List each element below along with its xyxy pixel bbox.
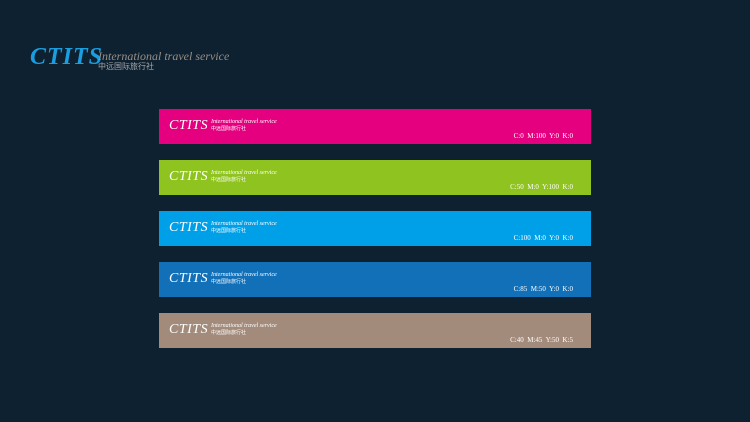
- logo-mark: CTITS: [30, 44, 104, 70]
- swatch-logo-mark: CTITS: [169, 220, 209, 235]
- color-swatch-green: CTITS International travel service 中远国际旅…: [159, 160, 591, 195]
- swatch-logo-english: International travel service: [211, 272, 277, 278]
- logo-english-name: International travel service: [98, 49, 230, 63]
- swatch-logo-mark: CTITS: [169, 169, 209, 184]
- color-swatch-cyan: CTITS International travel service 中远国际旅…: [159, 211, 591, 246]
- swatch-logo-mark: CTITS: [169, 118, 209, 133]
- swatch-logo-english: International travel service: [211, 170, 277, 176]
- swatch-cmyk-label: C:85 M:50 Y:0 K:0: [513, 285, 573, 293]
- color-swatch-blue: CTITS International travel service 中远国际旅…: [159, 262, 591, 297]
- swatch-logo-english: International travel service: [211, 119, 277, 125]
- color-swatch-list: CTITS International travel service 中远国际旅…: [159, 109, 591, 364]
- swatch-logo-chinese: 中远国际旅行社: [211, 177, 247, 183]
- brand-logo: CTITS International travel service 中远国际旅…: [30, 45, 230, 75]
- swatch-logo-chinese: 中远国际旅行社: [211, 126, 247, 132]
- swatch-logo-english: International travel service: [211, 323, 277, 329]
- swatch-cmyk-label: C:50 M:0 Y:100 K:0: [510, 183, 573, 191]
- swatch-cmyk-label: C:100 M:0 Y:0 K:0: [513, 234, 573, 242]
- swatch-logo-chinese: 中远国际旅行社: [211, 279, 247, 285]
- swatch-logo-english: International travel service: [211, 221, 277, 227]
- swatch-cmyk-label: C:40 M:45 Y:50 K:5: [510, 336, 573, 344]
- swatch-logo-chinese: 中远国际旅行社: [211, 228, 247, 234]
- swatch-cmyk-label: C:0 M:100 Y:0 K:0: [513, 132, 573, 140]
- color-swatch-magenta: CTITS International travel service 中远国际旅…: [159, 109, 591, 144]
- color-swatch-taupe: CTITS International travel service 中远国际旅…: [159, 313, 591, 348]
- logo-chinese-name: 中远国际旅行社: [98, 62, 154, 71]
- swatch-logo-mark: CTITS: [169, 271, 209, 286]
- swatch-logo-mark: CTITS: [169, 322, 209, 337]
- swatch-logo-chinese: 中远国际旅行社: [211, 330, 247, 336]
